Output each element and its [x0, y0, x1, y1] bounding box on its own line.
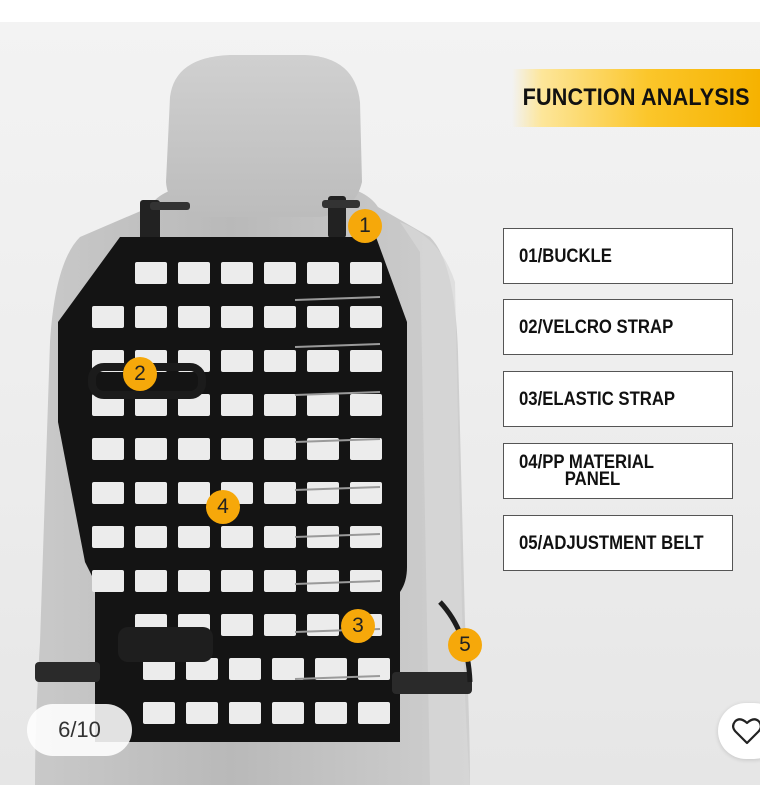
callout-badge-2: 2	[123, 357, 157, 391]
favorite-button[interactable]	[718, 703, 760, 759]
panel-slot	[135, 394, 167, 416]
panel-slot	[307, 570, 339, 592]
panel-slot	[264, 306, 296, 328]
panel-slot	[186, 702, 218, 724]
panel-slot	[143, 658, 175, 680]
product-image: 1 2 3 4 5 FUNCTION ANALYSIS 01/BUCKLE 02…	[0, 22, 760, 785]
panel-slot	[307, 614, 339, 636]
panel-slot	[264, 438, 296, 460]
callout-badge-5: 5	[448, 628, 482, 662]
panel-slot	[264, 570, 296, 592]
panel-slot	[221, 262, 253, 284]
panel-slot	[307, 350, 339, 372]
feature-label-line1: 02/VELCRO STRAP	[519, 316, 674, 338]
panel-slot	[350, 438, 382, 460]
banner-title: FUNCTION ANALYSIS	[522, 84, 750, 111]
panel-slot	[350, 394, 382, 416]
feature-box-elastic-strap: 03/ELASTIC STRAP	[503, 371, 733, 427]
panel-slot	[186, 658, 218, 680]
feature-label: 01/BUCKLE	[519, 245, 612, 267]
feature-label: 02/VELCRO STRAP	[519, 316, 674, 338]
callout-badge-4: 4	[206, 490, 240, 524]
panel-slot	[221, 570, 253, 592]
badge-number: 4	[217, 495, 229, 518]
panel-slot	[221, 350, 253, 372]
panel-slot	[350, 306, 382, 328]
panel-slot	[178, 438, 210, 460]
feature-label: 05/ADJUSTMENT BELT	[519, 532, 704, 554]
seat-back-organizer-illustration	[35, 55, 473, 785]
panel-slot	[92, 570, 124, 592]
panel-slot	[178, 306, 210, 328]
feature-label: 03/ELASTIC STRAP	[519, 388, 676, 410]
panel-slot	[135, 262, 167, 284]
panel-slot	[92, 526, 124, 548]
panel-slot	[229, 658, 261, 680]
panel-slot	[307, 306, 339, 328]
panel-slot	[178, 526, 210, 548]
panel-slot	[264, 614, 296, 636]
panel-slot	[178, 262, 210, 284]
panel-slot	[307, 394, 339, 416]
panel-slot	[264, 350, 296, 372]
panel-slot	[221, 306, 253, 328]
feature-box-buckle: 01/BUCKLE	[503, 228, 733, 284]
heart-outline-icon	[732, 718, 760, 745]
panel-slot	[221, 614, 253, 636]
panel-slot	[135, 438, 167, 460]
feature-label-line2: PANEL	[564, 469, 621, 490]
feature-label-line1: 03/ELASTIC STRAP	[519, 388, 676, 410]
panel-slot	[315, 702, 347, 724]
panel-slot	[350, 262, 382, 284]
badge-number: 2	[134, 362, 146, 385]
panel-slot	[221, 394, 253, 416]
panel-slot	[307, 438, 339, 460]
panel-slot	[92, 438, 124, 460]
panel-slot	[178, 570, 210, 592]
badge-number: 5	[459, 633, 471, 656]
panel-slot	[272, 702, 304, 724]
callout-badge-1: 1	[348, 209, 382, 243]
feature-label-line1: 05/ADJUSTMENT BELT	[519, 532, 704, 554]
panel-slot	[92, 482, 124, 504]
panel-slot	[307, 482, 339, 504]
feature-label-line1: 04/PP MATERIAL	[519, 452, 655, 473]
gallery-page-counter: 6/10	[27, 704, 132, 756]
panel-slot	[350, 482, 382, 504]
panel-slot	[229, 702, 261, 724]
panel-slot	[350, 526, 382, 548]
gallery-counter-text: 6/10	[58, 717, 101, 742]
feature-box-adjustment-belt: 05/ADJUSTMENT BELT	[503, 515, 733, 571]
function-analysis-banner: FUNCTION ANALYSIS	[512, 69, 760, 127]
panel-slot	[135, 526, 167, 548]
panel-slot	[135, 306, 167, 328]
feature-label-line1: 01/BUCKLE	[519, 245, 612, 267]
panel-slot	[264, 262, 296, 284]
panel-slot	[272, 658, 304, 680]
panel-slot	[315, 658, 347, 680]
panel-slot	[143, 702, 175, 724]
panel-slot	[178, 394, 210, 416]
panel-slot	[358, 702, 390, 724]
panel-slot	[264, 394, 296, 416]
panel-slot	[307, 262, 339, 284]
panel-slot	[92, 394, 124, 416]
panel-slot	[264, 526, 296, 548]
panel-slot	[178, 482, 210, 504]
badge-number: 3	[352, 614, 364, 637]
panel-slot	[221, 526, 253, 548]
panel-slot	[135, 570, 167, 592]
callout-badge-3: 3	[341, 609, 375, 643]
panel-slot	[350, 350, 382, 372]
panel-slot	[92, 306, 124, 328]
feature-box-velcro-strap: 02/VELCRO STRAP	[503, 299, 733, 355]
panel-slot	[135, 482, 167, 504]
badge-number: 1	[359, 214, 371, 237]
panel-slot	[264, 482, 296, 504]
panel-slot	[358, 658, 390, 680]
panel-slot	[221, 438, 253, 460]
